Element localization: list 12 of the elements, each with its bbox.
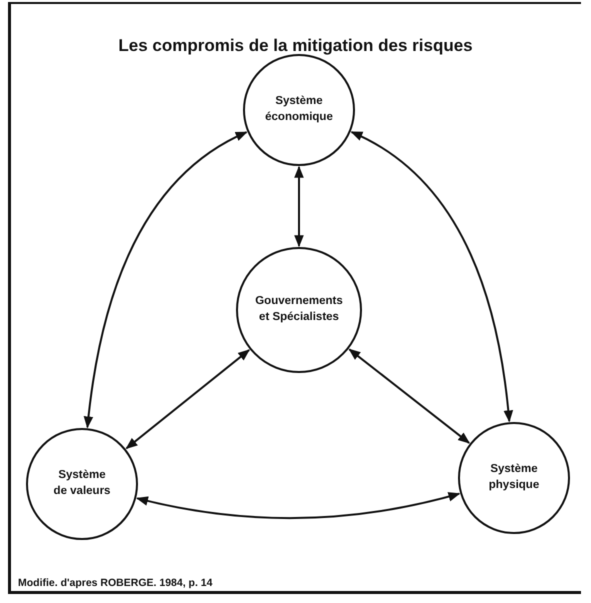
double-arrow (84, 131, 248, 428)
double-arrow (126, 349, 250, 450)
node-label: Gouvernements et Spécialistes (254, 294, 344, 325)
double-arrow (348, 348, 470, 444)
node-label: Système économique (264, 94, 334, 125)
source-caption: Modifie. d'apres ROBERGE. 1984, p. 14 (18, 577, 212, 589)
node-label: Système physique (488, 462, 540, 493)
node-label: Système de valeurs (52, 468, 112, 499)
double-arrow (350, 131, 513, 422)
double-arrow (136, 492, 460, 519)
diagram-title: Les compromis de la mitigation des risques (117, 36, 474, 56)
double-arrow (294, 166, 304, 248)
